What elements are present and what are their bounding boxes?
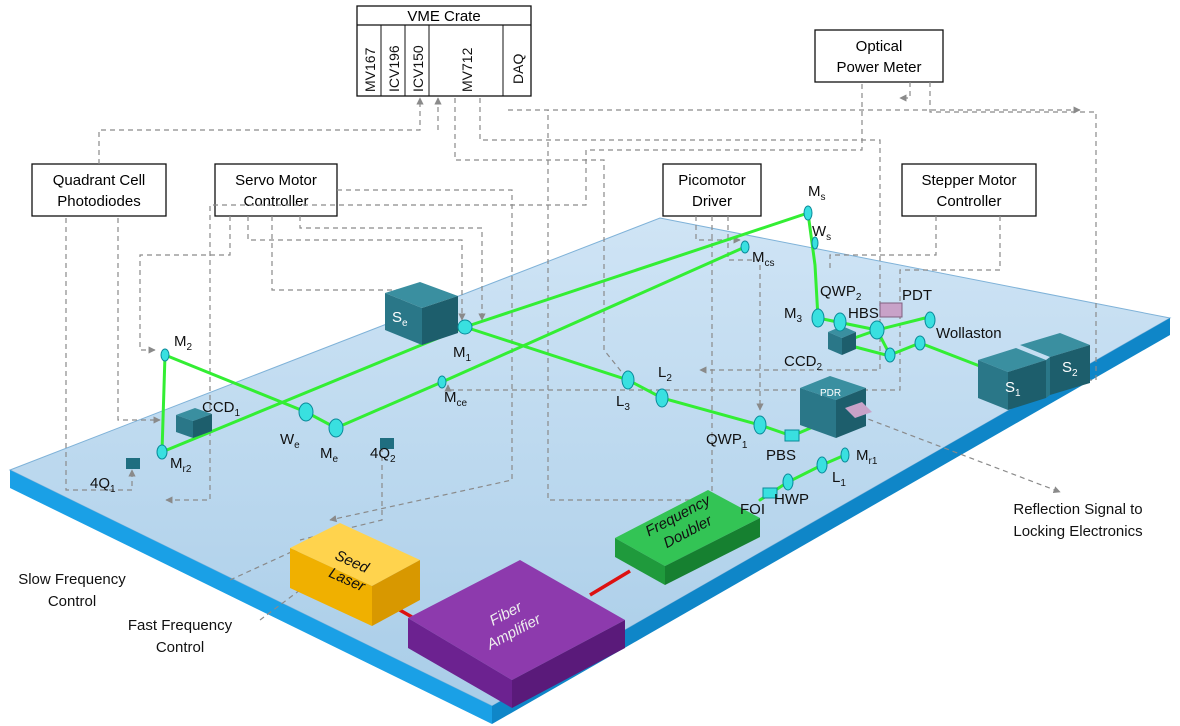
slow-frequency-label-2: Control xyxy=(48,593,96,610)
label-ccd1: CCD1 xyxy=(202,399,241,419)
label-s1: S1 xyxy=(1005,379,1021,399)
fast-frequency-label-1: Fast Frequency xyxy=(128,617,233,634)
label-mr1: Mr1 xyxy=(856,447,878,467)
label-s2: S2 xyxy=(1062,359,1078,379)
servo-motor-controller-box[interactable]: Servo Motor Controller xyxy=(214,163,338,217)
ccd1-camera xyxy=(176,408,212,438)
label-ccd2: CCD2 xyxy=(784,353,823,373)
label-se: Se xyxy=(392,309,408,329)
label-l2: L2 xyxy=(658,364,672,384)
label-we: We xyxy=(280,431,300,451)
cube-se xyxy=(385,282,458,345)
label-ws: Ws xyxy=(812,223,831,243)
svg-text:Picomotor: Picomotor xyxy=(678,172,746,189)
cube-s2 xyxy=(1020,333,1090,398)
fast-frequency-label-2: Control xyxy=(156,639,204,656)
cube-s1 xyxy=(978,348,1046,410)
svg-text:Driver: Driver xyxy=(692,193,732,210)
pdt-detector xyxy=(879,302,903,318)
label-pdt: PDT xyxy=(902,287,932,304)
annotations: Reflection Signal to Locking Electronics… xyxy=(18,501,1142,656)
svg-text:Servo Motor: Servo Motor xyxy=(235,172,317,189)
svg-text:Power Meter: Power Meter xyxy=(836,59,921,76)
4q1-detector xyxy=(126,458,140,469)
label-qwp1: QWP1 xyxy=(706,431,748,451)
label-4q2: 4Q2 xyxy=(370,445,396,465)
label-hbs: HBS xyxy=(848,305,879,322)
seed-laser[interactable]: Seed Laser xyxy=(290,523,420,626)
svg-text:Quadrant Cell: Quadrant Cell xyxy=(53,172,146,189)
vme-slot-mv712: MV712 xyxy=(459,47,475,92)
reflection-signal-label-1: Reflection Signal to xyxy=(1013,501,1142,518)
svg-text:Controller: Controller xyxy=(936,193,1001,210)
label-hwp: HWP xyxy=(774,491,809,508)
frequency-doubler[interactable]: Frequency Doubler xyxy=(615,490,760,585)
svg-text:Photodiodes: Photodiodes xyxy=(57,193,140,210)
label-4q1: 4Q1 xyxy=(90,475,116,495)
optical-elements xyxy=(156,205,936,499)
label-pbs: PBS xyxy=(766,447,796,464)
svg-text:Stepper Motor: Stepper Motor xyxy=(921,172,1016,189)
optical-power-meter-box[interactable]: Optical Power Meter xyxy=(814,29,944,83)
vme-crate-title: VME Crate xyxy=(407,8,480,25)
component-labels: Ms Ws Mcs QWP2 PDT M3 HBS Wollaston CCD2… xyxy=(90,183,1078,518)
label-wollaston: Wollaston xyxy=(936,325,1002,342)
svg-text:Optical: Optical xyxy=(856,38,903,55)
ccd2-camera xyxy=(828,326,856,355)
4q2-detector xyxy=(380,438,394,449)
vme-slot-daq: DAQ xyxy=(510,54,526,84)
vme-slot-mv167: MV167 xyxy=(362,47,378,92)
reflection-signal-label-2: Locking Electronics xyxy=(1013,523,1142,540)
label-l3: L3 xyxy=(616,393,630,413)
label-mr2: Mr2 xyxy=(170,455,192,475)
label-m3: M3 xyxy=(784,305,803,325)
label-me: Me xyxy=(320,445,339,465)
vme-slot-icv150: ICV150 xyxy=(410,45,426,92)
label-mcs: Mcs xyxy=(752,249,775,269)
label-m1: M1 xyxy=(453,344,472,364)
slow-frequency-label-1: Slow Frequency xyxy=(18,571,126,588)
label-m2: M2 xyxy=(174,333,193,353)
label-mce: Mce xyxy=(444,389,468,409)
quadrant-cell-photodiodes-box[interactable]: Quadrant Cell Photodiodes xyxy=(31,163,167,217)
label-ms: Ms xyxy=(808,183,826,203)
picomotor-driver-box[interactable]: Picomotor Driver xyxy=(662,163,762,217)
label-qwp2: QWP2 xyxy=(820,283,862,303)
stepper-motor-controller-box[interactable]: Stepper Motor Controller xyxy=(901,163,1037,217)
label-foi: FOI xyxy=(740,501,765,518)
fiber-amplifier[interactable]: Fiber Amplifier xyxy=(408,560,625,708)
label-l1: L1 xyxy=(832,469,846,489)
vme-crate[interactable]: VME Crate MV167 ICV196 ICV150 MV712 DAQ xyxy=(356,5,532,97)
green-beam-paths xyxy=(160,211,992,502)
cube-pdr xyxy=(800,376,872,438)
svg-text:Controller: Controller xyxy=(243,193,308,210)
vme-slot-icv196: ICV196 xyxy=(386,45,402,92)
label-pdr: PDR xyxy=(820,388,841,399)
